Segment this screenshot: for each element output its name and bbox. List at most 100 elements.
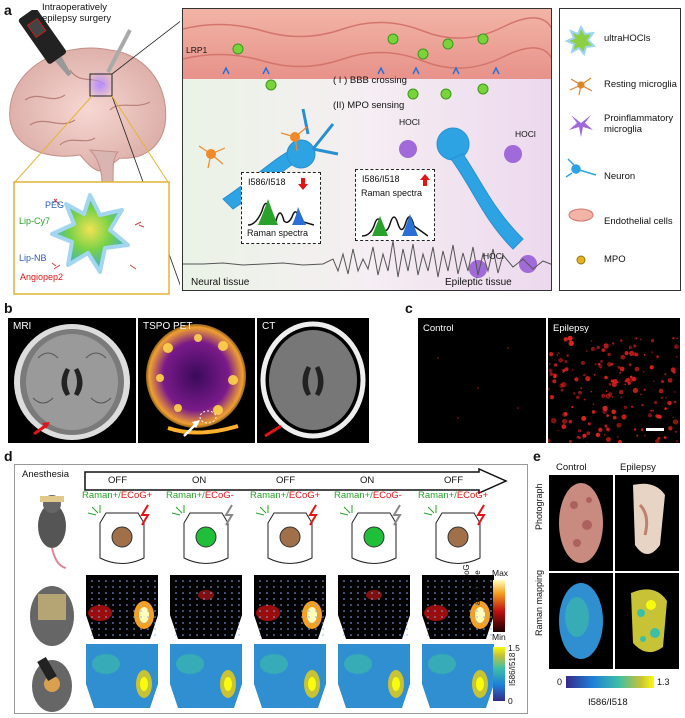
condition-label: Raman+/ECoG+ xyxy=(418,490,488,501)
ecog-colorbar-min: Min xyxy=(492,632,506,642)
surgery-label-2: epilepsy surgery xyxy=(42,13,112,24)
legend-proinflammatory-microglia: Proinflammatory microglia xyxy=(604,113,674,135)
raman-status: Raman+/ xyxy=(166,490,205,501)
hocl-label-2: HOCl xyxy=(515,129,536,139)
raman-status: Raman+/ xyxy=(250,490,289,501)
ecog-colorbar-max: Max xyxy=(492,568,509,578)
mri-label: MRI xyxy=(13,321,32,332)
raman-map xyxy=(86,644,158,708)
mpo-sensing-label: (II) MPO sensing xyxy=(333,100,405,111)
legend-resting-microglia: Resting microglia xyxy=(604,79,677,90)
ecog-map xyxy=(170,575,242,639)
mouse-illustrations xyxy=(30,495,74,712)
legend-box: ultraHOCls Resting microglia Proinflamma… xyxy=(559,8,681,291)
raman-map-epilepsy xyxy=(615,573,679,669)
panel-letter-b: b xyxy=(4,300,13,316)
legend-endothelial-cells: Endothelial cells xyxy=(604,216,673,227)
raman-status: Raman+/ xyxy=(334,490,373,501)
ct-image: CT xyxy=(257,318,369,443)
anesthesia-label: Anesthesia xyxy=(22,469,70,480)
panel-letter-c: c xyxy=(405,300,413,316)
ecog-colorbar-label-2: amplitude xyxy=(473,570,482,605)
raman-colorbar-label: I586/I518 xyxy=(508,652,517,686)
e-colorbar-min: 0 xyxy=(557,677,563,687)
ecog-map xyxy=(422,575,494,639)
state-label: OFF xyxy=(108,475,127,486)
condition-label: Raman+/ECoG+ xyxy=(82,490,152,501)
raman-map xyxy=(254,644,326,708)
label-lip-nb: Lip-NB xyxy=(19,253,47,263)
raman-inset-epileptic: I586/I518 Raman spectra xyxy=(355,169,435,241)
mouse-head-schematic xyxy=(339,504,402,564)
state-label: ON xyxy=(360,475,375,486)
ecog-status: ECoG- xyxy=(372,490,402,501)
state-label: OFF xyxy=(276,475,295,486)
raman-map-control xyxy=(549,573,613,669)
mouse-head-schematic xyxy=(423,504,486,564)
raman-map xyxy=(422,644,494,708)
e-row-raman-mapping: Raman mapping xyxy=(534,569,544,636)
neural-tissue-label: Neural tissue xyxy=(191,277,250,288)
e-colorbar-max: 1.3 xyxy=(657,677,670,687)
raman-label-epileptic: Raman spectra xyxy=(361,188,423,198)
epilepsy-label: Epilepsy xyxy=(553,323,589,334)
label-angiopep2: Angiopep2 xyxy=(20,272,64,282)
raman-colorbar xyxy=(493,647,505,701)
e-colorbar-label: I586/I518 xyxy=(588,697,628,708)
control-label: Control xyxy=(423,323,454,334)
panel-d-frame xyxy=(14,464,528,714)
ecog-colorbar-label-1: Norm. ECoG xyxy=(462,564,471,610)
hocl-label-3: HOCl xyxy=(483,251,504,261)
e-row-photograph: Photograph xyxy=(534,483,544,530)
legend-icons xyxy=(564,24,597,265)
mouse-head-schematic xyxy=(255,504,318,564)
condition-label: Raman+/ECoG- xyxy=(334,490,402,501)
hocl-label-1: HOCl xyxy=(399,117,420,127)
raman-map xyxy=(170,644,242,708)
ecog-status: ECoG- xyxy=(204,490,234,501)
label-peg: PEG xyxy=(45,200,65,210)
ct-label: CT xyxy=(262,321,276,332)
epilepsy-fluorescence-image: Epilepsy xyxy=(548,318,680,443)
ecog-colorbar xyxy=(493,580,505,632)
ecog-status: ECoG+ xyxy=(456,490,489,501)
pet-image: TSPO PET xyxy=(138,318,255,443)
mri-image: MRI xyxy=(8,318,136,443)
raman-status: Raman+/ xyxy=(418,490,457,501)
state-label: ON xyxy=(192,475,207,486)
photo-epilepsy xyxy=(615,475,679,571)
arrow-down-icon xyxy=(298,178,308,190)
ecog-map xyxy=(86,575,158,639)
photo-control xyxy=(549,475,613,571)
raman-label-neural: Raman spectra xyxy=(247,228,309,238)
scale-bar xyxy=(646,428,664,431)
timeline-arrow xyxy=(84,468,508,494)
ecog-map xyxy=(254,575,326,639)
legend-ultrahocls: ultraHOCls xyxy=(604,33,651,44)
panel-letter-e: e xyxy=(533,448,541,464)
surgery-label-1: Intraoperatively xyxy=(42,2,107,13)
ratio-label-epileptic: I586/I518 xyxy=(362,174,400,184)
ecog-status: ECoG+ xyxy=(288,490,321,501)
ecog-status: ECoG+ xyxy=(120,490,153,501)
raman-map xyxy=(338,644,410,708)
legend-mpo: MPO xyxy=(604,254,626,265)
state-label: OFF xyxy=(444,475,463,486)
raman-status: Raman+/ xyxy=(82,490,121,501)
raman-spectrum-epileptic xyxy=(362,214,428,237)
panel-letter-d: d xyxy=(4,448,13,464)
mouse-head-schematic xyxy=(171,504,234,564)
condition-label: Raman+/ECoG- xyxy=(166,490,234,501)
raman-colorbar-max: 1.5 xyxy=(508,643,520,653)
e-colorbar xyxy=(566,676,654,688)
legend-neuron: Neuron xyxy=(604,171,636,182)
bbb-scene: LRP1 ( I ) BBB crossing (II) MPO sensing… xyxy=(182,8,552,291)
panel-letter-a: a xyxy=(4,2,12,18)
bbb-crossing-label: ( I ) BBB crossing xyxy=(333,75,407,86)
raman-inset-neural: I586/I518 Raman spectra xyxy=(241,172,321,244)
label-lip-cy7: Lip-Cy7 xyxy=(19,216,51,226)
ecog-map xyxy=(338,575,410,639)
control-fluorescence-image: Control xyxy=(418,318,546,443)
e-col-control: Control xyxy=(556,462,587,473)
e-col-epilepsy: Epilepsy xyxy=(620,462,656,473)
